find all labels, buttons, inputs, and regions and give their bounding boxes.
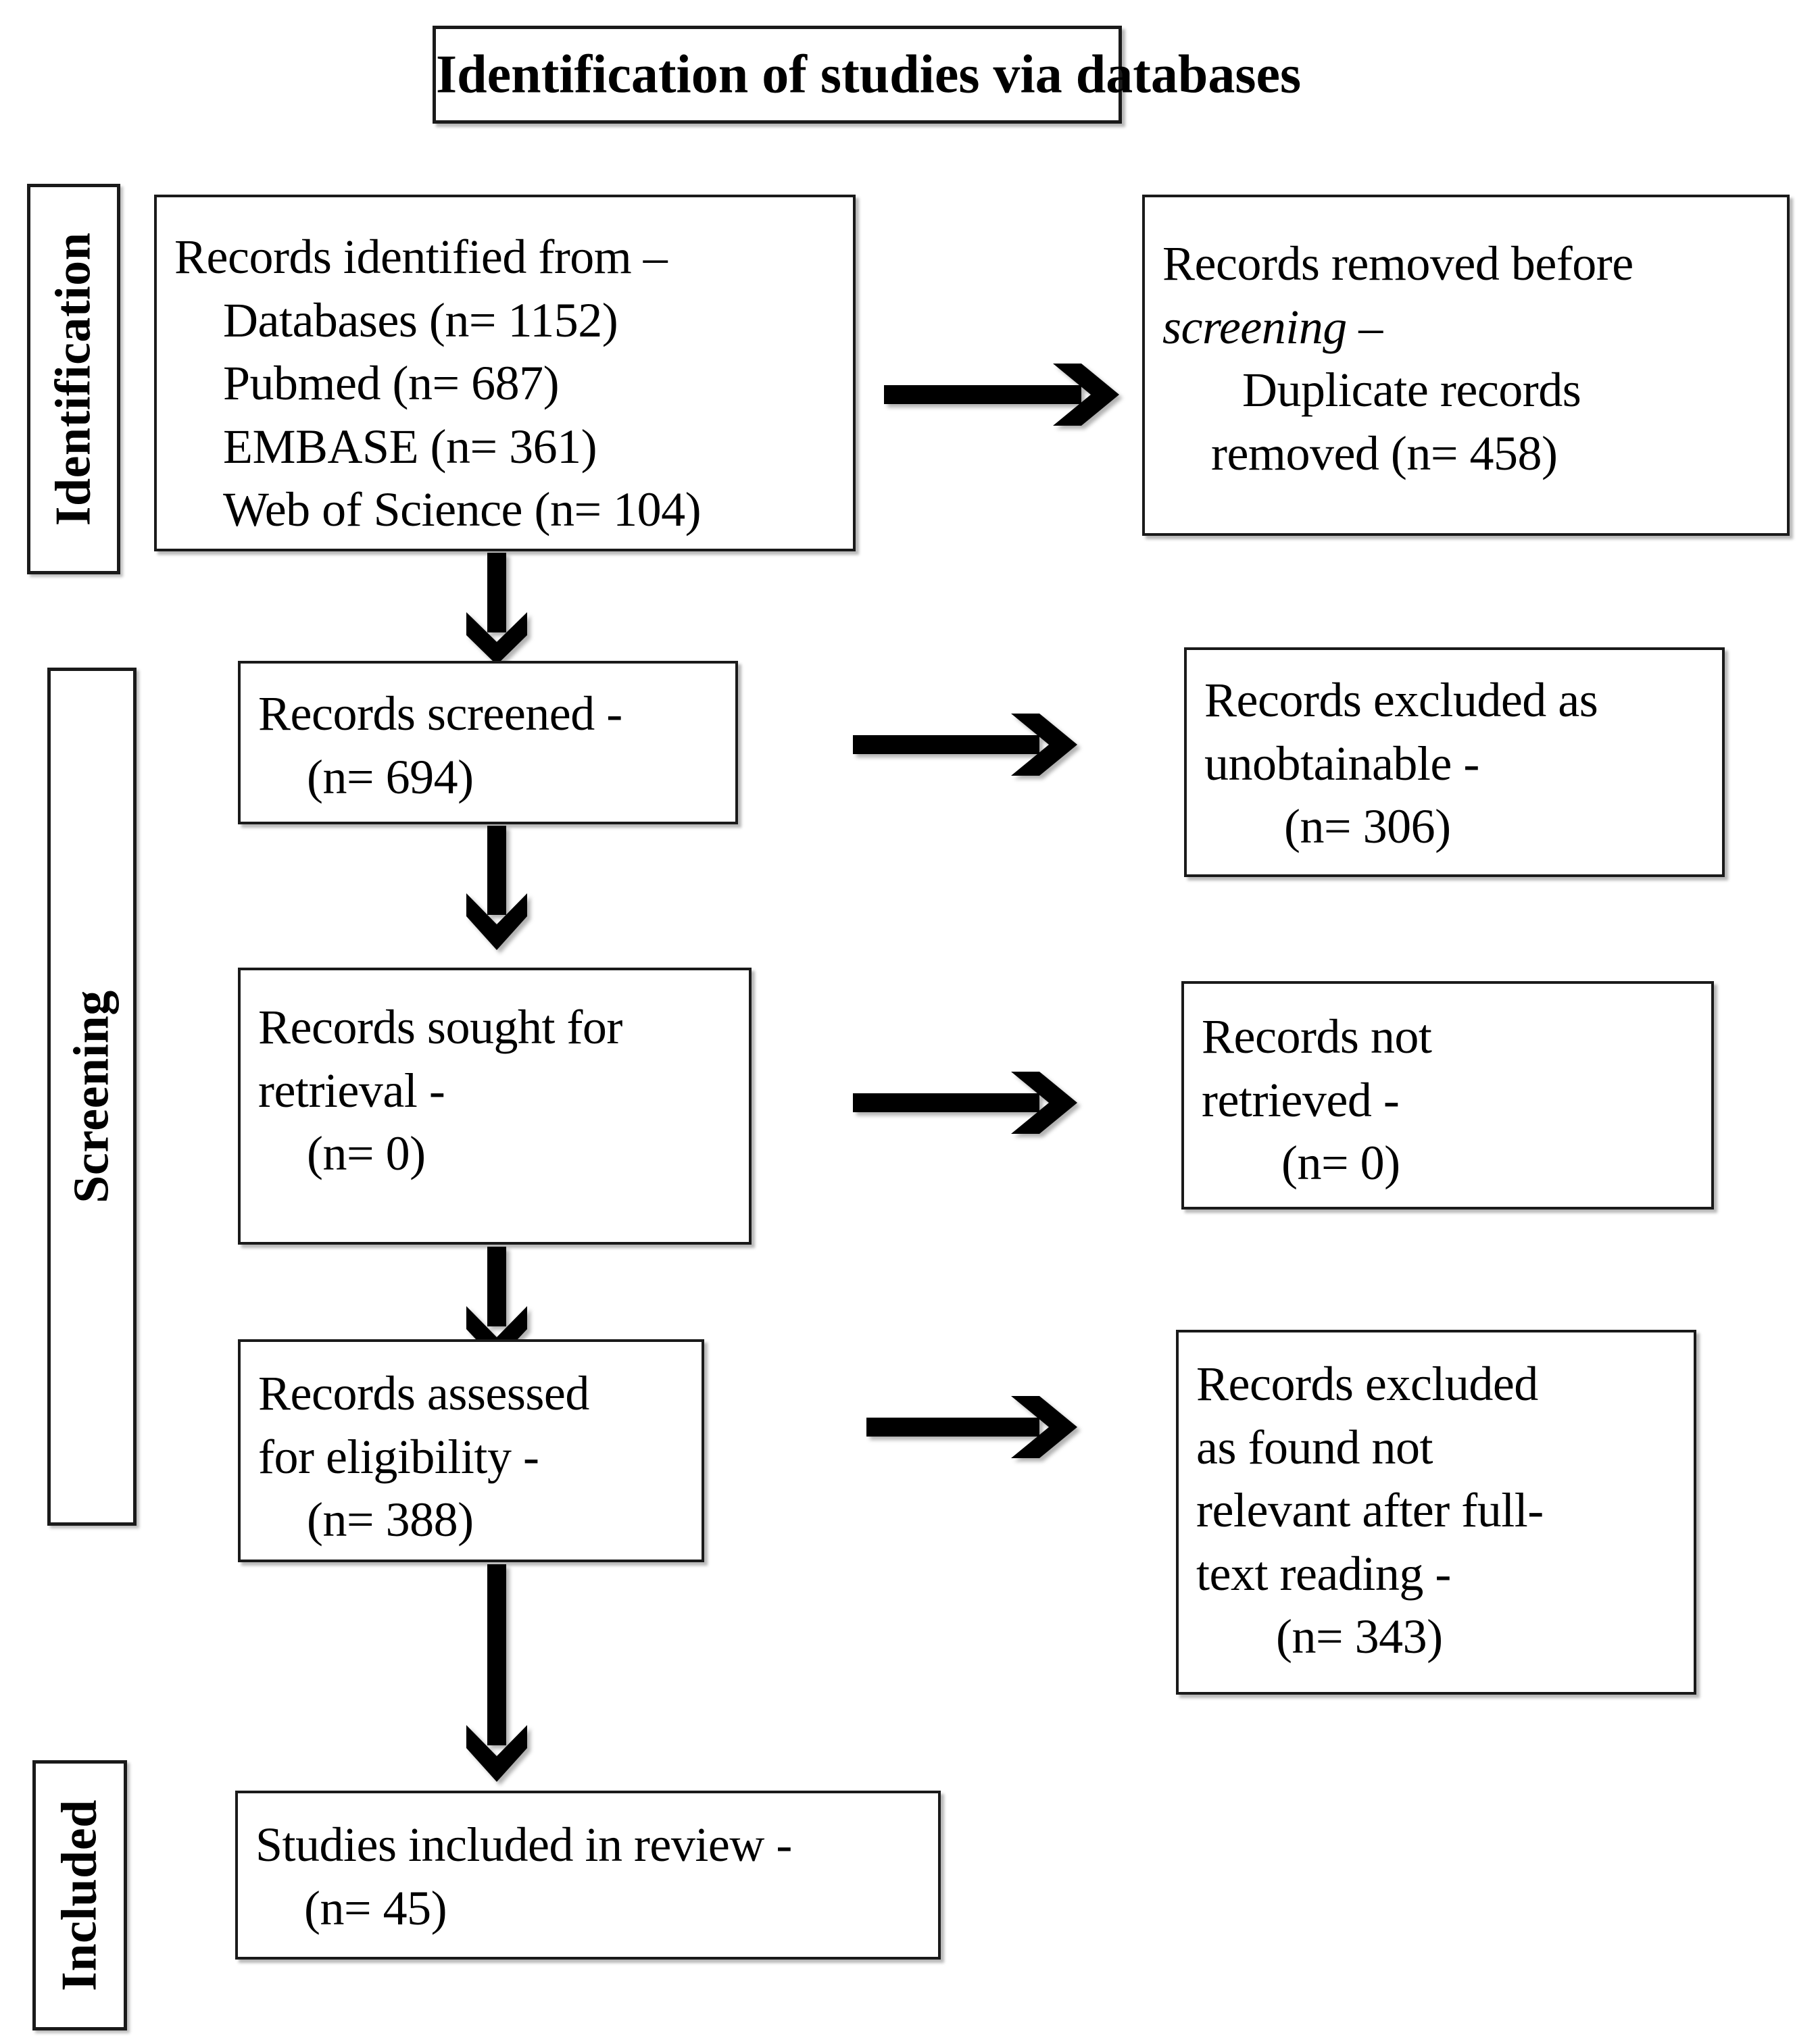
- records-identified-line-3: EMBASE (n= 361): [223, 419, 597, 474]
- arrow-identified-to-removed: [884, 359, 1125, 430]
- records-screened-box: Records screened - (n= 694): [238, 661, 738, 824]
- records-excluded-unobtainable-line-0: Records excluded as: [1204, 673, 1598, 727]
- stage-label-screening-text: Screening: [64, 990, 120, 1203]
- records-excluded-not-relevant-line-4: (n= 343): [1276, 1610, 1443, 1664]
- records-excluded-unobtainable-line-1: unobtainable -: [1204, 736, 1479, 791]
- records-removed-before-screening-box: Records removed before screening – Dupli…: [1142, 195, 1790, 536]
- records-assessed-line-2: (n= 388): [307, 1493, 474, 1547]
- records-sought-for-retrieval-box: Records sought for retrieval - (n= 0): [238, 968, 752, 1245]
- records-assessed-line-0: Records assessed: [258, 1366, 589, 1420]
- arrow-screened-to-sought: [460, 826, 534, 954]
- records-screened-line-1: (n= 694): [307, 749, 474, 804]
- records-removed-line-1: screening –: [1162, 299, 1383, 354]
- records-assessed-line-1: for eligibility -: [258, 1429, 539, 1484]
- records-removed-line-0: Records removed before: [1162, 232, 1769, 296]
- records-sought-line-1: retrieval -: [258, 1063, 445, 1118]
- records-removed-line-0-italic: before: [1510, 236, 1633, 291]
- stage-label-included: Included: [32, 1760, 127, 2030]
- records-sought-line-0: Records sought for: [258, 1000, 622, 1054]
- records-excluded-not-relevant-line-1: as found not: [1196, 1420, 1433, 1474]
- arrow-assessed-to-included: [460, 1564, 534, 1787]
- stage-label-screening: Screening: [47, 668, 137, 1526]
- records-identified-box: Records identified from – Databases (n= …: [154, 195, 856, 551]
- records-excluded-unobtainable-line-2: (n= 306): [1284, 799, 1451, 854]
- records-not-retrieved-box: Records not retrieved - (n= 0): [1181, 981, 1714, 1210]
- studies-included-line-0: Studies included in review -: [255, 1818, 792, 1872]
- arrow-identified-to-screened: [460, 553, 534, 668]
- arrow-screened-to-excluded-unobtainable: [853, 709, 1083, 780]
- diagram-title: Identification of studies via databases: [436, 45, 1302, 104]
- records-excluded-not-relevant-line-0: Records excluded: [1196, 1357, 1538, 1411]
- records-sought-line-2: (n= 0): [307, 1126, 426, 1181]
- records-removed-line-0-plain: Records removed: [1162, 236, 1511, 291]
- arrow-sought-to-not-retrieved: [853, 1068, 1083, 1138]
- records-not-retrieved-line-1: retrieved -: [1202, 1072, 1400, 1127]
- stage-label-identification: Identification: [27, 184, 120, 574]
- records-assessed-for-eligibility-box: Records assessed for eligibility - (n= 3…: [238, 1339, 704, 1562]
- records-screened-line-0: Records screened -: [258, 687, 622, 741]
- records-identified-line-0: Records identified from –: [174, 230, 668, 284]
- stage-label-included-text: Included: [51, 1799, 107, 1991]
- stage-label-identification-text: Identification: [45, 232, 101, 526]
- studies-included-line-1: (n= 45): [304, 1880, 447, 1935]
- records-excluded-not-relevant-line-3: text reading -: [1196, 1546, 1451, 1601]
- records-not-retrieved-line-2: (n= 0): [1281, 1136, 1400, 1191]
- studies-included-in-review-box: Studies included in review - (n= 45): [235, 1791, 941, 1960]
- records-removed-line-2: Duplicate records: [1242, 363, 1581, 418]
- records-removed-line-3: removed (n= 458): [1211, 426, 1558, 480]
- records-excluded-not-relevant-line-2: relevant after full-: [1196, 1483, 1544, 1538]
- records-identified-line-4: Web of Science (n= 104): [223, 482, 702, 537]
- records-not-retrieved-line-0: Records not: [1202, 1009, 1432, 1064]
- records-identified-line-1: Databases (n= 1152): [223, 293, 618, 347]
- records-excluded-unobtainable-box: Records excluded as unobtainable - (n= 3…: [1184, 647, 1725, 877]
- records-identified-line-2: Pubmed (n= 687): [223, 356, 560, 411]
- arrow-assessed-to-excluded-not-relevant: [866, 1392, 1083, 1462]
- records-excluded-not-relevant-box: Records excluded as found not relevant a…: [1176, 1330, 1696, 1695]
- diagram-title-banner: Identification of studies via databases: [433, 26, 1302, 124]
